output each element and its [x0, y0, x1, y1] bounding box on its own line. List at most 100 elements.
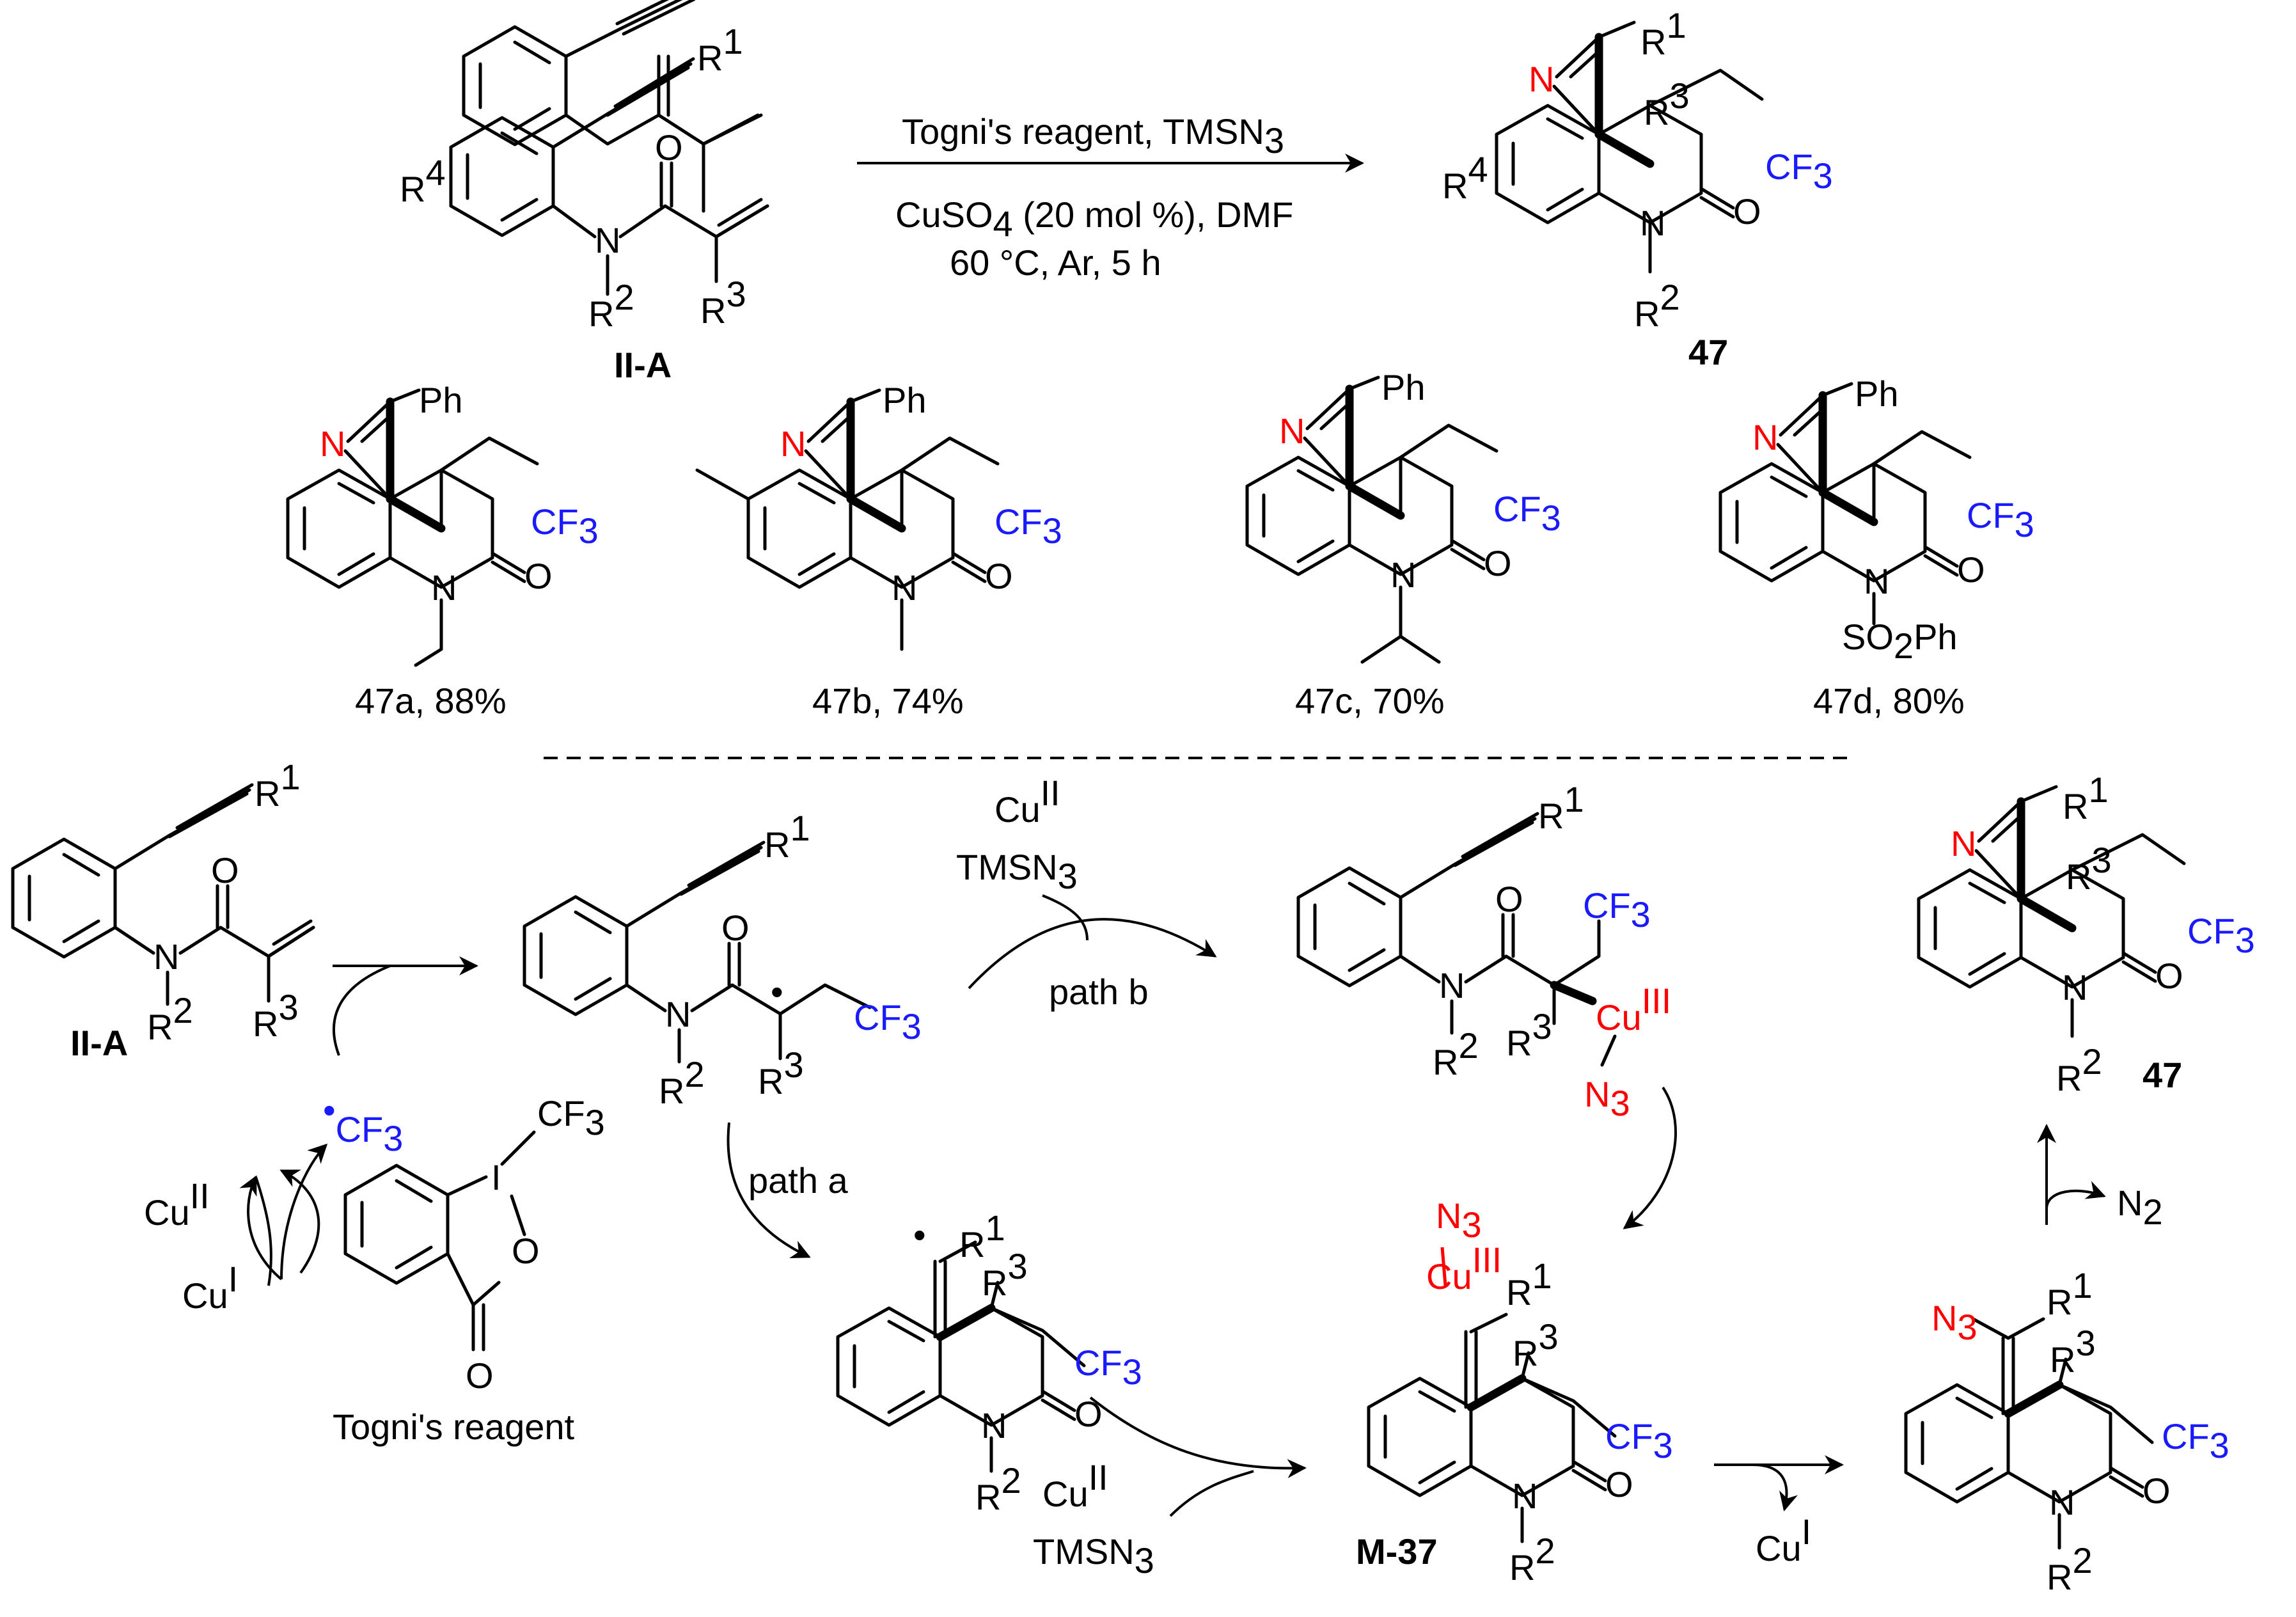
reactant-ii-a-top-fixed [449, 57, 769, 296]
n2-byproduct: N2 [2117, 1183, 2163, 1232]
example-47c-label: 47c, 70% [1295, 681, 1445, 721]
cu-iii-int-cu: CuIII [1596, 981, 1671, 1037]
mech-ii-a-n: N [153, 936, 179, 977]
example-47b-cf3: CF3 [995, 501, 1062, 551]
example-47a [288, 388, 553, 667]
path-a-cu2: CuII [1042, 1457, 1108, 1514]
radical-int-cf3: CF3 [854, 997, 922, 1046]
example-47d-cf3: CF3 [1967, 495, 2034, 544]
substituent-r2: R2 [588, 277, 634, 334]
vinyl-int-r3: R3 [982, 1246, 1028, 1303]
substituent-r3: R3 [700, 274, 746, 331]
reagents-text: Togni's reagent, TMSN3 [902, 111, 1284, 161]
cu-iii-int-cf3: CF3 [1583, 885, 1651, 935]
mech-ii-a-r2: R2 [147, 990, 193, 1047]
example-47c-ph: Ph [1381, 367, 1426, 407]
curved-arrow-cu1-release [1752, 1463, 1798, 1511]
example-47d [1720, 382, 1985, 626]
example-47a-cf3: CF3 [531, 501, 599, 551]
example-47d-ph: Ph [1855, 374, 1899, 414]
product-label: 47 [1688, 332, 1728, 372]
vinyl-int-r1: R1 [959, 1208, 1005, 1265]
conditions-text: 60 °C, Ar, 5 h [950, 242, 1161, 283]
amide-oxygen: O [655, 127, 683, 168]
curved-arrow-n2-release [2045, 1181, 2106, 1210]
togni-ring-oxygen: O [512, 1231, 540, 1271]
arrow-to-m37-from-path-b [1623, 1086, 1677, 1229]
radical-int-n: N [665, 994, 691, 1034]
curved-arrow-togni-cu [279, 1169, 320, 1274]
intermediate-m37 [1369, 1247, 1633, 1543]
m37-r1: R1 [1506, 1256, 1552, 1313]
cu1-release: CuI [1756, 1511, 1811, 1568]
radical-int-r2: R2 [659, 1054, 705, 1111]
reactant-ii-a-top [462, 0, 763, 213]
radical-int-r3: R3 [758, 1045, 804, 1101]
vinyl-azide-r3: R3 [2050, 1323, 2096, 1380]
mech-47-label: 47 [2143, 1055, 2182, 1095]
radical-int-r1: R1 [764, 808, 810, 865]
path-b-cu2: CuII [995, 773, 1060, 830]
m37-cu: CuIII [1426, 1240, 1502, 1297]
vinyl-int-cf3: CF3 [1074, 1343, 1142, 1392]
product-47-mechanism [1919, 785, 2186, 1038]
vinyl-radical-intermediate [838, 1240, 1103, 1473]
mech-47-r3: R3 [2066, 840, 2112, 897]
curved-arrow-path-b-reagent [1042, 894, 1089, 941]
product-47-top [1497, 20, 1764, 274]
cu-iii-azide-intermediate [1296, 812, 1617, 1067]
mech-ii-a-r1: R1 [255, 757, 301, 814]
mech-ii-a-label: II-A [70, 1023, 128, 1063]
vinyl-azide-n3: N3 [1931, 1298, 1978, 1347]
vinyl-azide-r2: R2 [2047, 1540, 2093, 1597]
mechanism-ii-a [11, 783, 315, 1006]
curved-arrow-path-a-reagent [1169, 1470, 1254, 1517]
example-47a-ph: Ph [419, 380, 463, 420]
path-a-label: path a [748, 1160, 849, 1201]
vinyl-azide-r1: R1 [2047, 1265, 2093, 1322]
m37-r2: R2 [1509, 1531, 1555, 1588]
vinyl-azide-intermediate [1906, 1317, 2171, 1550]
vinyl-int-r2: R2 [975, 1460, 1021, 1517]
arrow-path-a-to-m37 [1089, 1396, 1307, 1478]
reactant-label: II-A [614, 345, 672, 385]
path-a-tmsn3: TMSN3 [1033, 1531, 1154, 1581]
cu-iii-int-r1: R1 [1538, 779, 1584, 836]
example-47a-label: 47a, 88% [355, 681, 507, 721]
cu-iii-int-r3: R3 [1506, 1006, 1552, 1063]
example-47c [1247, 375, 1512, 664]
cu1-left: CuI [182, 1259, 238, 1316]
substituent-r4: R4 [400, 152, 446, 209]
curved-arrow-cf3-addition [333, 965, 391, 1056]
product-cf3: CF3 [1765, 146, 1833, 196]
product-r1: R1 [1640, 5, 1687, 62]
vinyl-int-dot: • [913, 1215, 926, 1255]
example-47d-so2ph: SO2Ph [1842, 617, 1958, 666]
example-47d-label: 47d, 80% [1813, 681, 1965, 721]
togni-carbonyl-oxygen: O [466, 1355, 494, 1396]
amide-nitrogen: N [595, 220, 620, 260]
mech-ii-a-r3: R3 [253, 987, 299, 1044]
togni-label: Togni's reagent [333, 1407, 574, 1447]
arrow-path-a [727, 1122, 811, 1258]
curved-arrow-cu1-branch [255, 1176, 272, 1286]
alkyl-radical-intermediate [523, 840, 872, 1064]
cu-iii-int-n3: 3N3 [1580, 1074, 1630, 1123]
radical-int-o: O [721, 908, 750, 948]
m37-cf3: CF3 [1605, 1416, 1673, 1465]
m37-r3: R3 [1513, 1316, 1559, 1373]
arrow-path-b [968, 918, 1217, 990]
example-47c-cf3: CF3 [1493, 489, 1561, 538]
curved-arrow-cu-to-cu2 [239, 1175, 283, 1281]
path-b-label: path b [1049, 972, 1149, 1012]
m37-label: M-37 [1356, 1531, 1438, 1572]
mech-47-r2: R2 [2056, 1041, 2102, 1098]
curved-arrow-cu1-oxidation [280, 1143, 328, 1280]
cf3-radical: •CF3 [323, 1090, 403, 1158]
radical-int-dot: • [771, 972, 783, 1012]
togni-iodine: I [491, 1157, 501, 1197]
product-r2: R2 [1634, 277, 1680, 334]
catalyst-text: CuSO4 (20 mol %), DMF [895, 194, 1293, 244]
cu-iii-int-r2: R2 [1433, 1025, 1479, 1082]
